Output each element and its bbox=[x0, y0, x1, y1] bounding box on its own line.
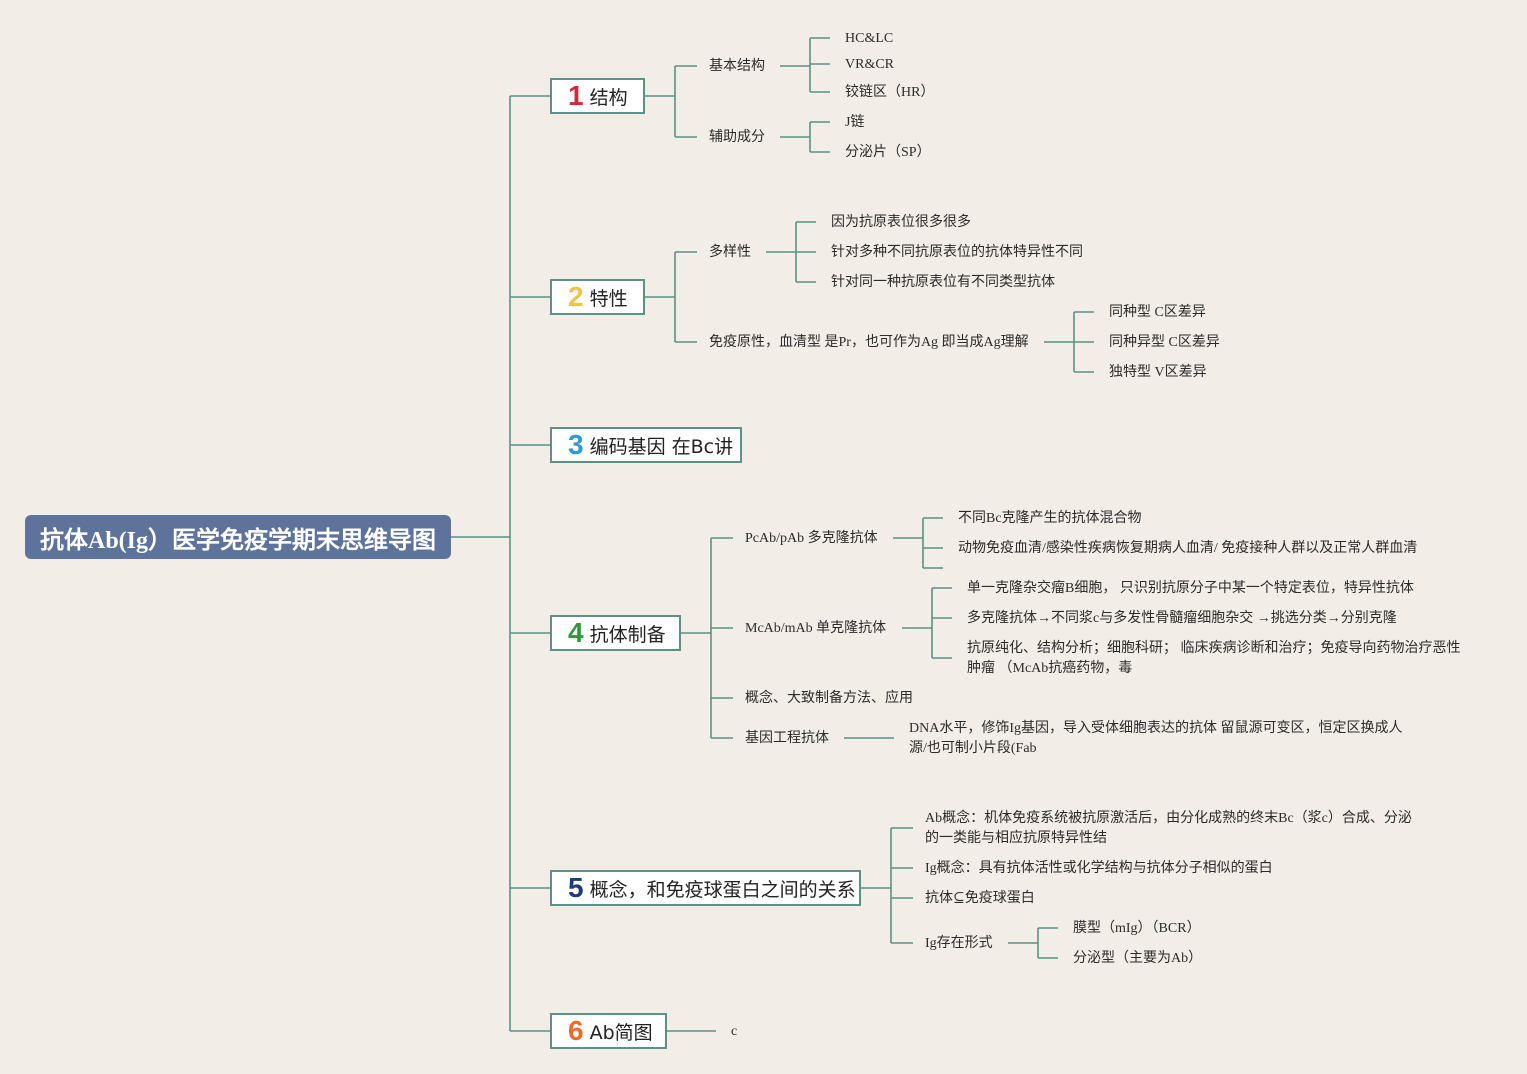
branch-label: Ab简图 bbox=[589, 1021, 653, 1044]
number-1-icon: 1 bbox=[568, 80, 584, 111]
leaf-secreted-ig[interactable]: 分泌型（主要为Ab） bbox=[1073, 951, 1203, 966]
node-ig-concept[interactable]: Ig概念：具有抗体活性或化学结构与抗体分子相似的蛋白 bbox=[925, 861, 1273, 876]
leaf-j-chain[interactable]: J链 bbox=[845, 115, 865, 130]
node-concept-methods[interactable]: 概念、大致制备方法、应用 bbox=[745, 691, 913, 706]
branch-label: 概念，和免疫球蛋白之间的关系 bbox=[589, 878, 856, 901]
root-topic[interactable]: 抗体Ab(Ig）医学免疫学期末思维导图 bbox=[25, 515, 451, 559]
node-ig-forms[interactable]: Ig存在形式 bbox=[925, 936, 993, 951]
node-monoclonal[interactable]: McAb/mAb 单克隆抗体 bbox=[745, 621, 887, 636]
leaf-hc-lc[interactable]: HC&LC bbox=[845, 31, 894, 46]
branch-properties[interactable]: 2 特性 bbox=[550, 279, 645, 315]
leaf-secretory-piece[interactable]: 分泌片（SP） bbox=[845, 145, 931, 160]
leaf-genetic-engineering[interactable]: DNA水平，修饰Ig基因，导入受体细胞表达的抗体 留鼠源可变区，恒定区换成人源/… bbox=[909, 721, 1403, 756]
branch-label: 结构 bbox=[589, 86, 628, 109]
leaf-monoclonal-3[interactable]: 抗原纯化、结构分析；细胞科研； 临床疾病诊断和治疗；免疫导向药物治疗恶性肿瘤 （… bbox=[967, 641, 1461, 676]
number-2-icon: 2 bbox=[568, 281, 584, 312]
leaf-diversity-2[interactable]: 针对多种不同抗原表位的抗体特异性不同 bbox=[831, 245, 1083, 260]
number-6-icon: 6 bbox=[568, 1015, 584, 1046]
leaf-vr-cr[interactable]: VR&CR bbox=[845, 57, 895, 72]
branch-concept-relation[interactable]: 5 概念，和免疫球蛋白之间的关系 bbox=[550, 870, 861, 906]
number-5-icon: 5 bbox=[568, 872, 584, 903]
node-diversity[interactable]: 多样性 bbox=[709, 245, 751, 260]
branch-structure[interactable]: 1 结构 bbox=[550, 78, 645, 114]
leaf-diversity-3[interactable]: 针对同一种抗原表位有不同类型抗体 bbox=[831, 275, 1055, 290]
node-polyclonal[interactable]: PcAb/pAb 多克隆抗体 bbox=[745, 531, 878, 546]
branch-label: 抗体制备 bbox=[589, 623, 666, 646]
node-ab-concept[interactable]: Ab概念：机体免疫系统被抗原激活后，由分化成熟的终末Bc（浆c）合成、分泌的一类… bbox=[925, 811, 1412, 846]
leaf-diversity-1[interactable]: 因为抗原表位很多很多 bbox=[831, 215, 971, 230]
leaf-allotype[interactable]: 同种异型 C区差异 bbox=[1109, 335, 1220, 350]
root-title: 抗体Ab(Ig）医学免疫学期末思维导图 bbox=[39, 527, 436, 554]
leaf-idiotype[interactable]: 独特型 V区差异 bbox=[1109, 365, 1207, 380]
number-3-icon: 3 bbox=[568, 429, 584, 460]
branch-label: 编码基因 在Bc讲 bbox=[589, 435, 734, 458]
node-basic-structure[interactable]: 基本结构 bbox=[709, 59, 765, 74]
leaf-monoclonal-2[interactable]: 多克隆抗体→不同浆c与多发性骨髓瘤细胞杂交 →挑选分类→分别克隆 bbox=[967, 611, 1397, 626]
node-auxiliary[interactable]: 辅助成分 bbox=[709, 130, 765, 145]
branch-encoding-genes[interactable]: 3 编码基因 在Bc讲 bbox=[550, 427, 742, 463]
branch-ab-diagram[interactable]: 6 Ab简图 bbox=[550, 1013, 667, 1049]
number-4-icon: 4 bbox=[568, 617, 584, 648]
node-genetic-engineering[interactable]: 基因工程抗体 bbox=[745, 731, 829, 746]
node-ab-subset-ig[interactable]: 抗体⊆免疫球蛋白 bbox=[925, 891, 1035, 906]
leaf-membrane-ig[interactable]: 膜型（mIg）（BCR） bbox=[1073, 921, 1201, 936]
branch-antibody-preparation[interactable]: 4 抗体制备 bbox=[550, 615, 681, 651]
leaf-polyclonal-2[interactable]: 动物免疫血清/感染性疾病恢复期病人血清/ 免疫接种人群以及正常人群血清 bbox=[958, 541, 1418, 556]
leaf-polyclonal-1[interactable]: 不同Bc克隆产生的抗体混合物 bbox=[958, 511, 1142, 526]
leaf-isotype[interactable]: 同种型 C区差异 bbox=[1109, 305, 1206, 320]
node-c[interactable]: c bbox=[731, 1024, 738, 1039]
branch-label: 特性 bbox=[589, 287, 628, 310]
leaf-monoclonal-1[interactable]: 单一克隆杂交瘤B细胞， 只识别抗原分子中某一个特定表位，特异性抗体 bbox=[967, 581, 1414, 596]
leaf-hinge-region[interactable]: 铰链区（HR） bbox=[845, 85, 935, 100]
node-immunogenicity[interactable]: 免疫原性，血清型 是Pr，也可作为Ag 即当成Ag理解 bbox=[709, 335, 1029, 350]
